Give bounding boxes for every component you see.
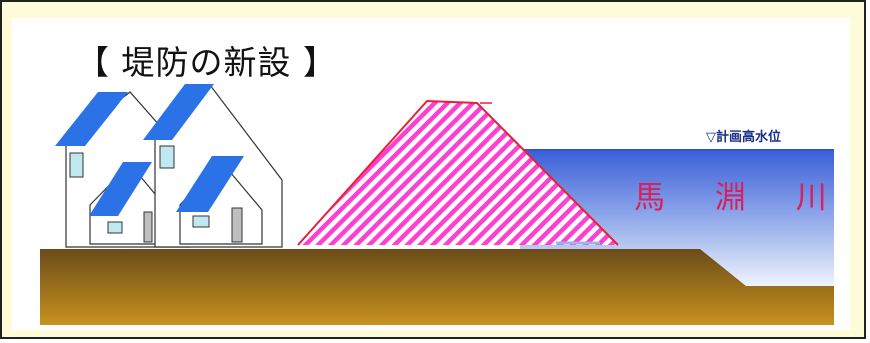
river-name-label: 馬 淵 川 [634,180,847,216]
ground [40,249,834,325]
diagram-title: 【 堤防の新設 】 [76,43,337,82]
water-level-label: ▽計画高水位 [706,129,781,145]
house-icon [143,84,283,248]
